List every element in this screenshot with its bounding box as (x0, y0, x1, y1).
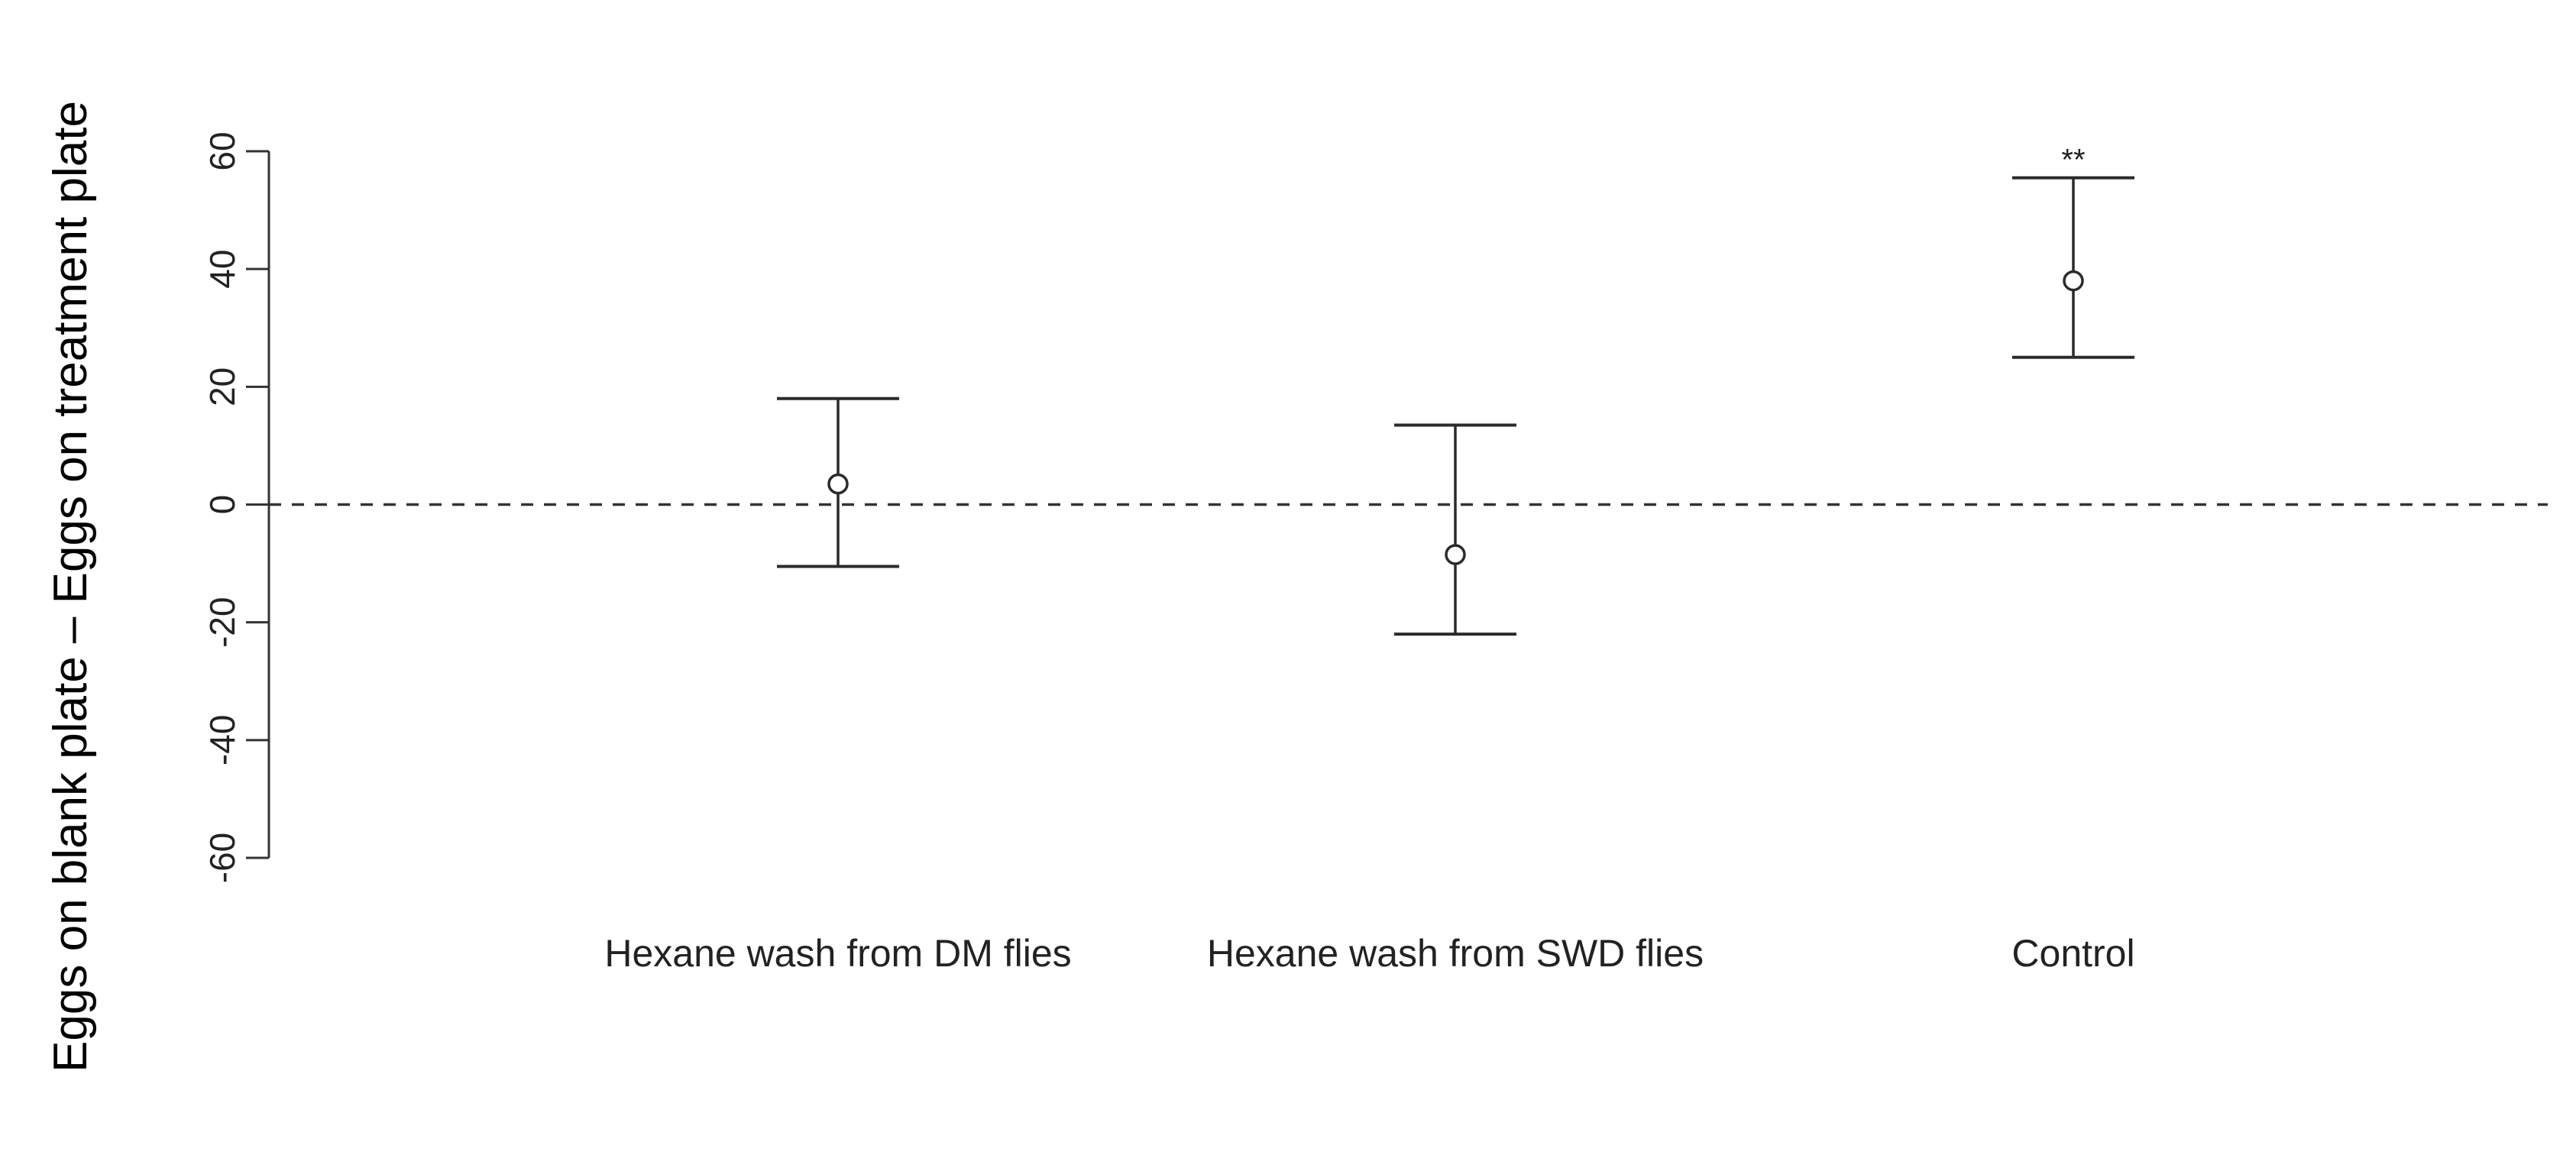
data-point-group (777, 396, 899, 568)
mean-point (827, 473, 849, 495)
significance-annotation: ** (2061, 144, 2085, 177)
data-point-group (1394, 423, 1516, 636)
x-axis-category-labels: Hexane wash from DM flies Hexane wash fro… (604, 932, 2134, 975)
y-tick-label: 40 (202, 250, 242, 289)
y-tick-label: 0 (202, 495, 242, 515)
y-tick-label: 20 (202, 367, 242, 406)
x-category-label: Control (2011, 932, 2134, 975)
x-category-label: Hexane wash from SWD flies (1207, 932, 1704, 975)
y-tick-label: -40 (202, 715, 242, 765)
y-axis-label-group: Eggs on blank plate – Eggs on treatment … (44, 101, 97, 1073)
y-tick-label: 60 (202, 131, 242, 170)
mean-point (1445, 544, 1466, 565)
y-tick-label: -20 (202, 597, 242, 647)
x-category-label: Hexane wash from DM flies (604, 932, 1071, 975)
y-axis-label: Eggs on blank plate – Eggs on treatment … (44, 101, 97, 1073)
data-marks: ** (777, 144, 2134, 636)
mean-point (2063, 270, 2084, 292)
y-tick-label: -60 (202, 833, 242, 883)
data-point-group: ** (2012, 144, 2134, 359)
y-axis: -60 -40 -20 0 20 40 60 (202, 131, 270, 883)
